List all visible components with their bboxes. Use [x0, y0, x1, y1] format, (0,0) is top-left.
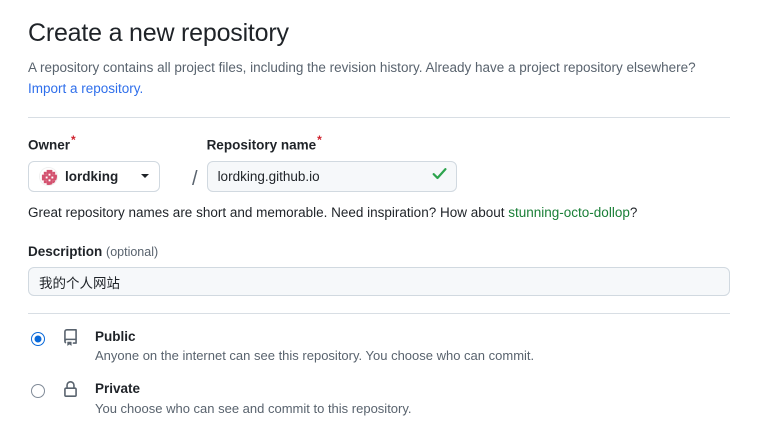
visibility-divider — [28, 313, 730, 315]
visibility-option-public[interactable]: Public Anyone on the internet can see th… — [28, 328, 730, 366]
repository-name-label-text: Repository name — [206, 137, 317, 153]
repository-name-input[interactable] — [206, 160, 457, 192]
avatar — [39, 166, 58, 186]
description-optional-label: (optional) — [106, 245, 159, 260]
suggested-repo-name[interactable]: stunning-octo-dollop — [508, 204, 630, 220]
page-subtitle-text: A repository contains all project files,… — [28, 60, 696, 76]
visibility-option-private[interactable]: Private You choose who can see and commi… — [28, 380, 730, 418]
description-field-group: Description (optional) — [28, 244, 730, 297]
chevron-down-icon — [141, 174, 149, 179]
radio-private[interactable] — [31, 384, 45, 399]
description-label-text: Description — [28, 244, 103, 260]
visibility-private-title: Private — [95, 381, 141, 397]
visibility-public-text: Public Anyone on the internet can see th… — [95, 328, 534, 366]
visibility-public-description: Anyone on the internet can see this repo… — [95, 348, 535, 364]
owner-label-text: Owner — [28, 137, 71, 153]
visibility-private-description: You choose who can see and commit to thi… — [95, 400, 412, 416]
create-repository-page: Create a new repository A repository con… — [0, 0, 758, 418]
owner-required-asterisk: * — [71, 133, 76, 148]
repository-name-label: Repository name* — [207, 134, 457, 154]
hint-text-before: Great repository names are short and mem… — [28, 204, 509, 220]
repository-name-required-asterisk: * — [317, 133, 322, 148]
description-label: Description (optional) — [28, 244, 730, 260]
repository-name-field-group: Repository name* — [206, 134, 457, 192]
repository-name-input-wrap — [206, 160, 457, 192]
visibility-section: Public Anyone on the internet can see th… — [28, 314, 730, 418]
repo-icon — [62, 329, 82, 351]
owner-field-group: Owner* — [28, 134, 183, 192]
page-header: Create a new repository A repository con… — [28, 18, 730, 100]
lock-icon — [62, 381, 82, 403]
repository-identity-section: Owner* — [28, 118, 730, 297]
visibility-private-text: Private You choose who can see and commi… — [95, 380, 412, 418]
owner-repo-separator: / — [192, 167, 198, 190]
repository-name-hint: Great repository names are short and mem… — [28, 203, 730, 223]
owner-label: Owner* — [28, 134, 183, 154]
page-title: Create a new repository — [28, 19, 289, 47]
import-repository-link[interactable]: Import a repository. — [28, 81, 144, 97]
page-subtitle: A repository contains all project files,… — [28, 58, 730, 100]
owner-name: lordking — [65, 168, 119, 184]
visibility-public-title: Public — [95, 329, 136, 345]
description-input[interactable] — [28, 267, 730, 297]
radio-public[interactable] — [31, 332, 45, 347]
hint-text-after: ? — [629, 204, 638, 220]
header-divider — [28, 117, 730, 119]
owner-repo-row: Owner* — [28, 134, 730, 192]
owner-select-button[interactable]: lordking — [28, 160, 160, 192]
